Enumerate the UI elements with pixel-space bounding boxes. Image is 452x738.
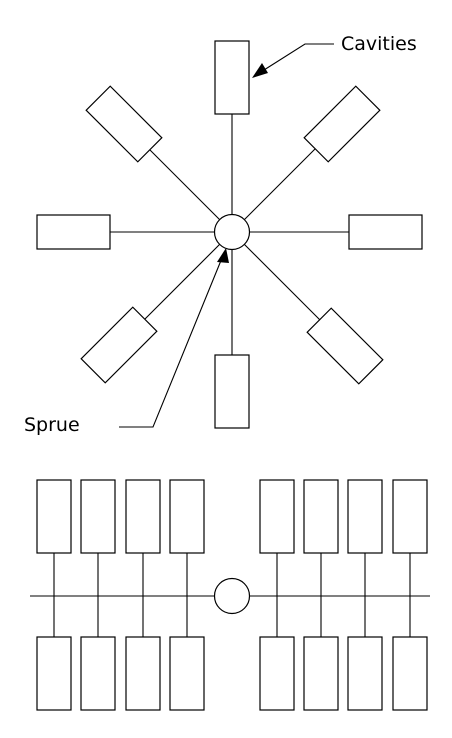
cavity-bottom	[125, 636, 161, 711]
cavity-top	[259, 479, 295, 554]
sprue-linear	[213, 577, 251, 615]
cavity-bottom	[169, 636, 205, 711]
runner-southeast	[243, 243, 321, 321]
cavities-label: Cavities	[341, 33, 417, 55]
runner-northeast	[243, 143, 321, 221]
cavity-south	[214, 354, 250, 429]
cavity-northeast	[303, 85, 381, 163]
runner-southwest	[144, 243, 221, 320]
cavity-north	[214, 40, 250, 115]
cavity-bottom	[80, 636, 116, 711]
cavity-bottom	[392, 636, 428, 711]
cavity-southeast	[306, 307, 384, 385]
sprue-arrowhead	[217, 248, 229, 263]
cavity-top	[303, 479, 339, 554]
cavities-arrowhead	[252, 63, 268, 78]
cavity-bottom	[259, 636, 295, 711]
cavity-southwest	[80, 306, 158, 384]
runner-northwest	[149, 149, 221, 221]
cavity-bottom	[303, 636, 339, 711]
cavity-northwest	[85, 85, 163, 163]
cavity-bottom	[36, 636, 72, 711]
linear-layout	[30, 479, 430, 711]
cavities-leader-line	[263, 43, 334, 71]
sprue-radial	[213, 213, 251, 251]
sprue-leader-line	[119, 257, 223, 428]
cavity-west	[36, 214, 111, 250]
cavity-top	[347, 479, 383, 554]
cavity-bottom	[347, 636, 383, 711]
sprue-label: Sprue	[24, 414, 80, 436]
cavity-top	[80, 479, 116, 554]
cavity-top	[125, 479, 161, 554]
cavity-east	[348, 214, 423, 250]
cavity-top	[169, 479, 205, 554]
cavity-top	[392, 479, 428, 554]
radial-layout	[36, 40, 423, 429]
cavity-top	[36, 479, 72, 554]
